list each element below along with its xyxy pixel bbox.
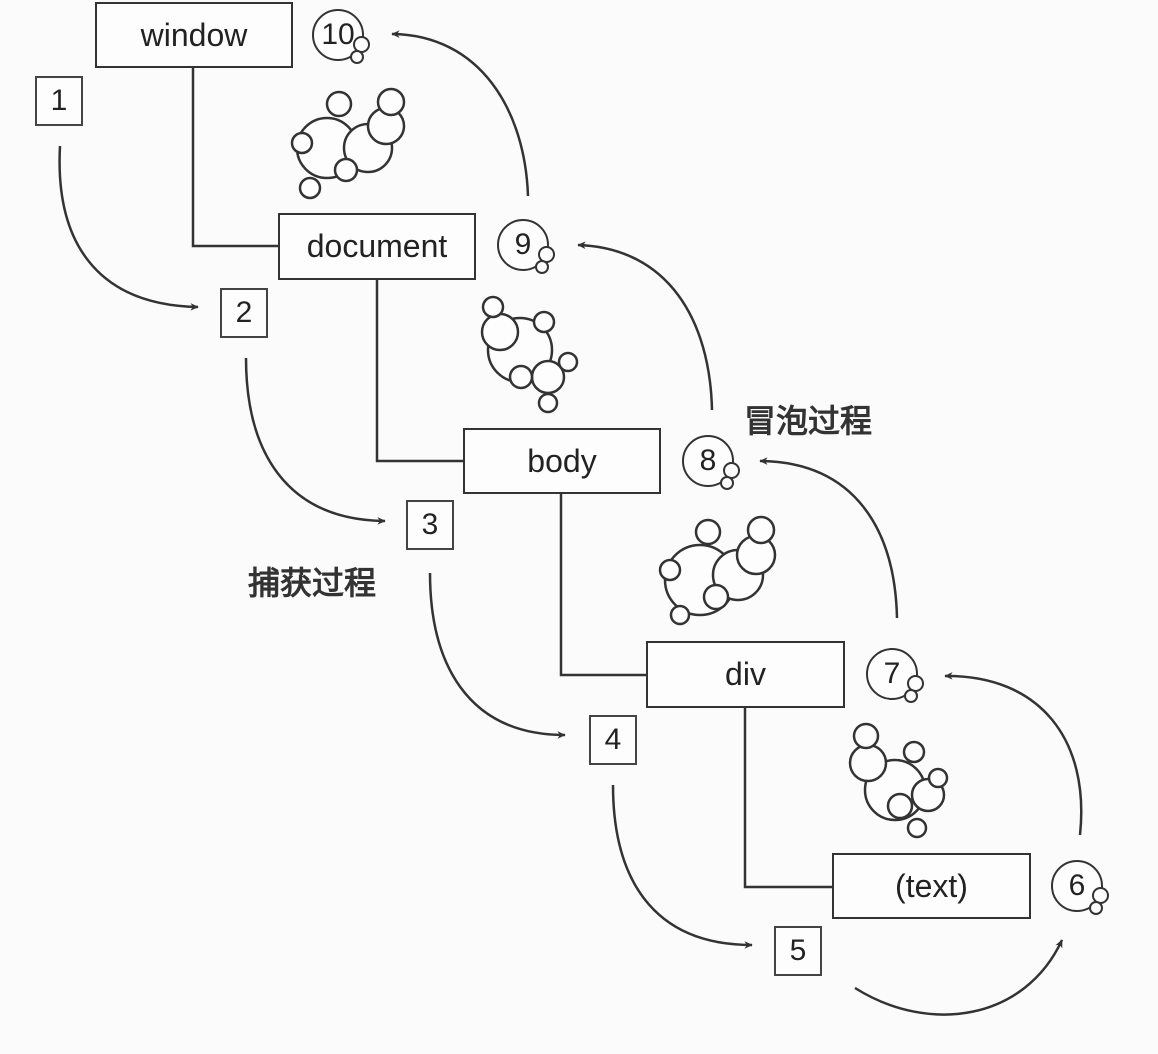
capture-arrow-4-5 [611,784,753,949]
bubble-arrow-9-10 [391,30,530,197]
bubble-cluster-1 [290,87,406,200]
bubble-step-9-label: 9 [514,228,532,261]
bubble-step-7: 7 [866,648,924,703]
bubble-arrow-8-9 [577,241,714,411]
bubble-tail-icon [720,476,734,490]
bubble-tail-icon [535,260,549,274]
capture-step-2: 2 [220,288,268,338]
node-window: window [95,2,293,68]
node-body: body [463,428,661,494]
bubble-tail-icon [350,50,364,64]
bubble-arrow-5-6 [854,939,1064,1016]
capture-step-3: 3 [406,500,454,550]
bubble-step-10-label: 10 [321,18,355,51]
bubble-step-10: 10 [312,9,370,64]
capture-arrow-1-2 [58,145,199,311]
node-text: (text) [832,853,1031,919]
tree-connectors [191,68,832,889]
capture-arrow-2-3 [244,357,386,525]
bubble-step-7-label: 7 [883,657,901,690]
bubble-phase-label: 冒泡过程 [744,402,873,440]
bubble-arrow-6-7 [944,672,1083,836]
bubble-step-8: 8 [682,435,740,490]
capture-arrow-3-4 [428,572,566,739]
bubble-step-9: 9 [497,219,555,274]
bubble-cluster-3 [658,515,777,626]
node-document: document [278,213,476,280]
bubble-cluster-4 [848,722,949,839]
bubble-arrow-7-8 [759,457,899,619]
bubble-cluster-2 [480,295,579,414]
capture-step-1: 1 [35,76,83,126]
bubble-arrows [391,30,1083,1016]
bubble-step-8-label: 8 [699,444,717,477]
node-div: div [646,641,845,708]
bubble-step-6: 6 [1051,860,1109,915]
capture-step-5: 5 [774,926,822,976]
bubble-tail-icon [1089,901,1103,915]
bubble-tail-icon [904,689,918,703]
capture-phase-label: 捕获过程 [248,564,377,602]
capture-step-4: 4 [589,715,637,765]
capture-arrows [58,145,753,949]
bubble-step-6-label: 6 [1068,869,1086,902]
